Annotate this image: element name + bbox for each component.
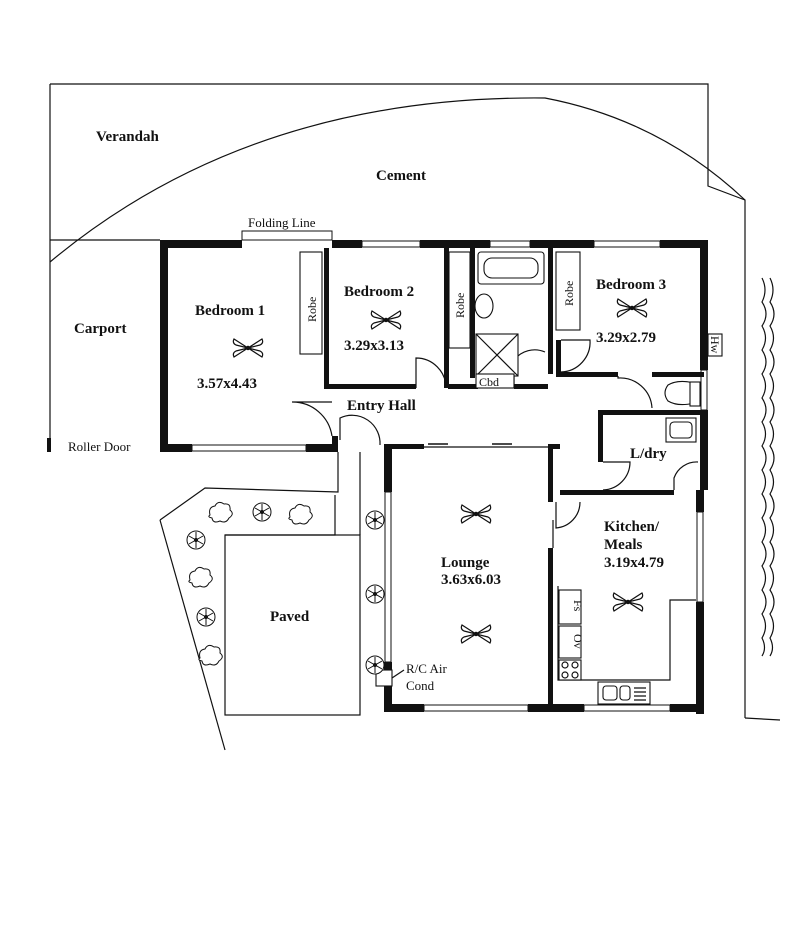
kitchen-size: 3.19x4.79: [604, 555, 664, 571]
fridge-space-label: Fs: [571, 600, 585, 612]
plant-icon: [365, 510, 385, 530]
bedroom2-label: Bedroom 2: [344, 284, 414, 300]
ceiling-fan-icon: [460, 624, 492, 644]
plant-icon: [186, 530, 206, 550]
cbd-label: Cbd: [479, 375, 499, 389]
plant-icon: [198, 644, 223, 666]
ceiling-fan-icon: [370, 310, 402, 330]
aircon-label-line1: R/C Air: [406, 661, 447, 676]
bedroom3-label: Bedroom 3: [596, 277, 666, 293]
lounge-size: 3.63x6.03: [441, 572, 501, 588]
site-boundary: [49, 83, 781, 721]
room-labels: Verandah Cement Folding Line Carport Rol…: [68, 129, 722, 693]
robe-label-3: Robe: [562, 281, 576, 306]
cement-label: Cement: [376, 168, 426, 184]
kitchen-fixtures: [557, 586, 696, 705]
lounge-label: Lounge: [441, 555, 490, 571]
interior-walls: [324, 248, 704, 712]
folding-line-marker: [241, 230, 333, 241]
plant-icon: [196, 607, 216, 627]
bedroom2-size: 3.29x3.13: [344, 338, 404, 354]
folding-line-label: Folding Line: [248, 215, 316, 230]
plant-icon: [288, 503, 313, 525]
doors: [291, 339, 699, 548]
ceiling-fan-icon: [616, 298, 648, 318]
robes: [299, 251, 581, 355]
oven-label: Ov: [571, 634, 585, 649]
verandah-label: Verandah: [96, 129, 159, 145]
robe-label-2: Robe: [453, 293, 467, 318]
entry-hall-label: Entry Hall: [347, 398, 416, 414]
kitchen-label-line2: Meals: [604, 537, 642, 553]
ceiling-fan-icon: [460, 504, 492, 524]
ceiling-fans: [232, 298, 648, 644]
hedge: [761, 277, 775, 657]
hw-label: Hw: [708, 336, 722, 354]
kitchen-label-line1: Kitchen/: [604, 519, 660, 535]
plants: [186, 501, 385, 675]
hot-water-unit: [707, 333, 723, 357]
exterior-walls: [160, 240, 708, 714]
plant-icon: [365, 584, 385, 604]
plant-icon: [365, 655, 385, 675]
plant-icon: [252, 502, 272, 522]
ceiling-fan-icon: [232, 338, 264, 358]
robe-label-1: Robe: [305, 297, 319, 322]
paved-label: Paved: [270, 609, 310, 625]
bedroom3-size: 3.29x2.79: [596, 330, 656, 346]
bathroom-fixtures: [474, 251, 701, 443]
garden-area: [159, 452, 361, 751]
plant-icon: [188, 566, 213, 588]
bedroom1-label: Bedroom 1: [195, 303, 265, 319]
aircon-label-line2: Cond: [406, 678, 435, 693]
roller-door-label: Roller Door: [68, 439, 131, 454]
ceiling-fan-icon: [612, 592, 644, 612]
carport-label: Carport: [74, 321, 127, 337]
roller-door-mark: [47, 438, 51, 452]
plant-icon: [208, 501, 233, 523]
laundry-label: L/dry: [630, 446, 667, 462]
bedroom1-size: 3.57x4.43: [197, 376, 257, 392]
aircon-unit: [375, 669, 405, 687]
